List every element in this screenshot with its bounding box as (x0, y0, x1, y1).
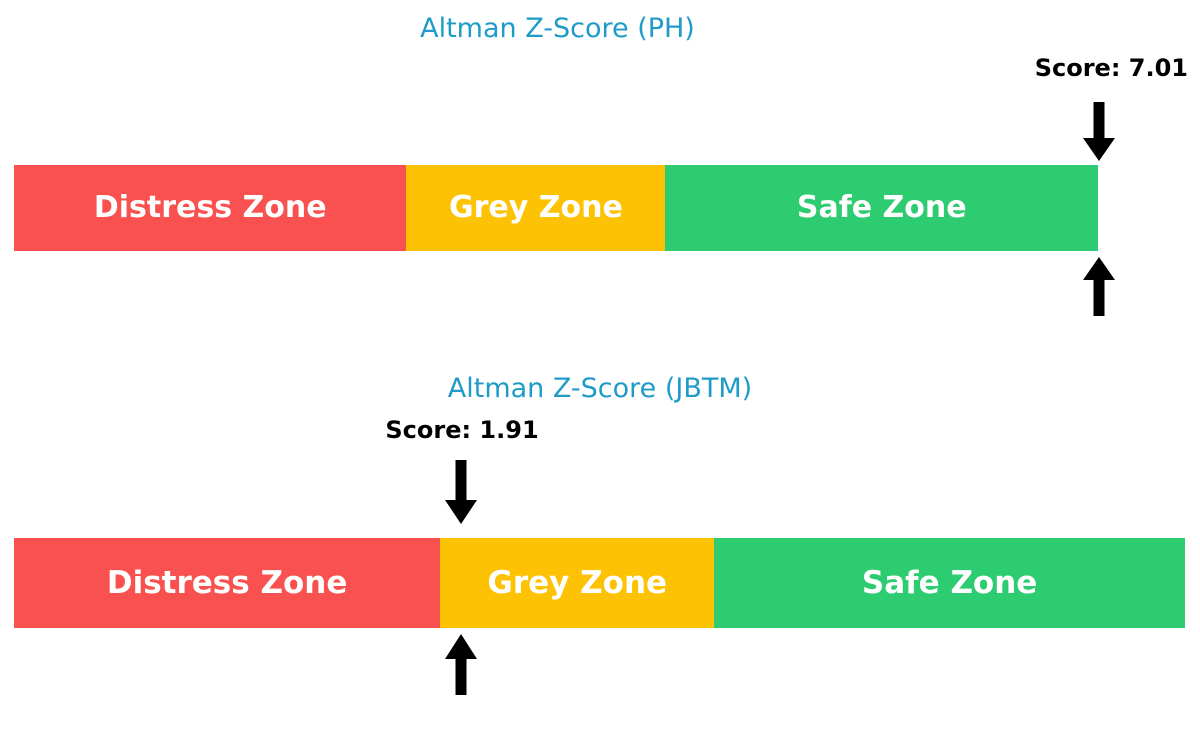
score-label-jbtm: Score: 1.91 (385, 416, 539, 444)
zone-label-grey-jbtm: Grey Zone (487, 564, 668, 601)
score-label-ph: Score: 7.01 (1034, 54, 1188, 82)
chart-panel-jbtm: Altman Z-Score (JBTM) Score: 1.91 Distre… (0, 360, 1200, 746)
score-marker-up-arrow-ph (1080, 256, 1118, 316)
score-marker-down-arrow-ph (1080, 102, 1118, 162)
zone-label-distress-ph: Distress Zone (93, 190, 327, 225)
zone-bar-ph: Distress Zone Grey Zone Safe Zone (14, 165, 1098, 251)
zone-distress-ph: Distress Zone (14, 165, 407, 251)
score-marker-up-arrow-jbtm (442, 633, 480, 695)
zone-label-safe-jbtm: Safe Zone (861, 564, 1038, 601)
zone-safe-jbtm: Safe Zone (714, 538, 1185, 628)
chart-panel-ph: Altman Z-Score (PH) Score: 7.01 Distress… (0, 0, 1200, 360)
zone-label-distress-jbtm: Distress Zone (106, 564, 348, 601)
zone-bar-jbtm: Distress Zone Grey Zone Safe Zone (14, 538, 1185, 628)
zone-label-safe-ph: Safe Zone (796, 190, 967, 225)
chart-title-jbtm: Altman Z-Score (JBTM) (447, 373, 753, 404)
zone-label-grey-ph: Grey Zone (449, 190, 623, 225)
zone-grey-ph: Grey Zone (406, 165, 666, 251)
chart-title-ph: Altman Z-Score (PH) (420, 13, 695, 44)
score-marker-down-arrow-jbtm (442, 460, 480, 525)
zone-safe-ph: Safe Zone (665, 165, 1098, 251)
zone-grey-jbtm: Grey Zone (440, 538, 715, 628)
zone-distress-jbtm: Distress Zone (14, 538, 441, 628)
